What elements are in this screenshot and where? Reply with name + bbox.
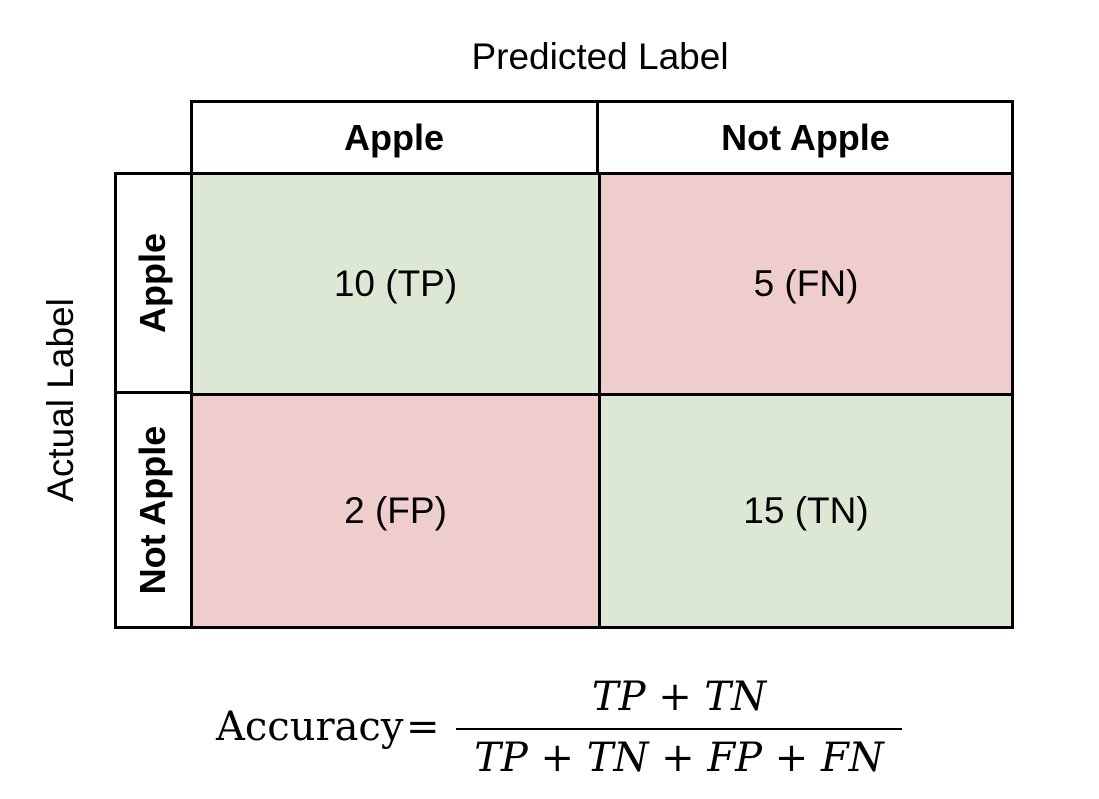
cell-true-positive-value: 10 (TP) — [333, 263, 458, 304]
cell-false-positive-value: 2 (FP) — [344, 490, 447, 531]
formula-lhs: Accuracy — [216, 704, 404, 750]
formula-fraction-bar — [456, 728, 902, 730]
row-header-divider — [114, 391, 193, 394]
formula-denominator: TP + TN + FP + FN — [474, 735, 884, 781]
row-header-box — [114, 172, 193, 629]
formula-fraction: TP + TN TP + TN + FP + FN — [456, 668, 902, 788]
cell-true-positive: 10 (TP) — [193, 175, 598, 393]
accuracy-formula: Accuracy = TP + TN TP + TN + FP + FN — [210, 668, 910, 788]
row-header-not-apple: Not Apple — [132, 425, 173, 595]
cell-false-positive: 2 (FP) — [193, 396, 598, 626]
confusion-matrix-grid: 10 (TP) 5 (FN) 2 (FP) 15 (TN) — [190, 172, 1014, 629]
row-header-apple: Apple — [132, 233, 173, 334]
cell-false-negative: 5 (FN) — [601, 175, 1011, 393]
formula-equals: = — [406, 704, 440, 750]
formula-numerator: TP + TN — [591, 674, 767, 720]
column-header-apple: Apple — [343, 117, 444, 158]
column-header-divider — [596, 100, 599, 176]
cell-false-negative-value: 5 (FN) — [753, 263, 859, 304]
grid-vertical-divider — [598, 175, 601, 626]
actual-label-title: Actual Label — [40, 298, 81, 502]
column-header-not-apple: Not Apple — [721, 117, 890, 158]
cell-true-negative-value: 15 (TN) — [743, 490, 869, 531]
grid-horizontal-divider — [193, 393, 1011, 396]
predicted-label-title: Predicted Label — [471, 36, 729, 77]
cell-true-negative: 15 (TN) — [601, 396, 1011, 626]
